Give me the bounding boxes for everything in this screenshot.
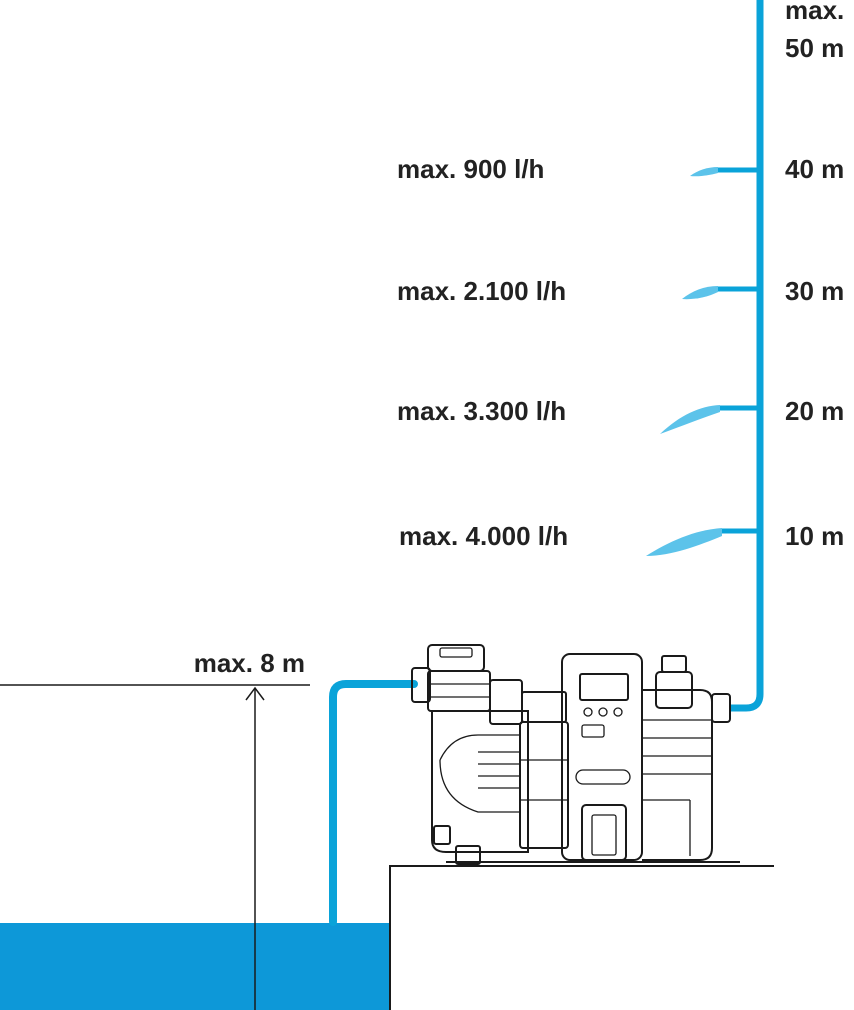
water-spray-icon (682, 286, 718, 300)
water-spray-icon (646, 528, 722, 556)
water-reservoir (0, 923, 390, 1010)
water-spray-icon (690, 167, 718, 177)
ground-platform (389, 865, 774, 1010)
height-label-20m: 20 m (785, 396, 844, 426)
suction-pipe (329, 680, 418, 926)
height-label-40m: 40 m (785, 154, 844, 184)
height-label-top-line2: 50 m (785, 33, 844, 63)
height-label-10m: 10 m (785, 521, 844, 551)
outlet-20m (660, 405, 760, 434)
flow-label-30m: max. 2.100 l/h (397, 276, 566, 306)
suction-label: max. 8 m (194, 648, 305, 678)
outlet-10m (646, 528, 760, 556)
height-label-30m: 30 m (785, 276, 844, 306)
flow-label-20m: max. 3.300 l/h (397, 396, 566, 426)
water-spray-icon (660, 405, 720, 434)
flow-label-40m: max. 900 l/h (397, 154, 544, 184)
suction-arrow-head (245, 686, 265, 701)
delivery-pipe (730, 0, 764, 712)
flow-label-10m: max. 4.000 l/h (399, 521, 568, 551)
outlet-30m (682, 286, 760, 300)
outlet-40m (690, 167, 760, 177)
height-label-top-line1: max. (785, 0, 844, 25)
garden-pump-icon (411, 644, 740, 865)
